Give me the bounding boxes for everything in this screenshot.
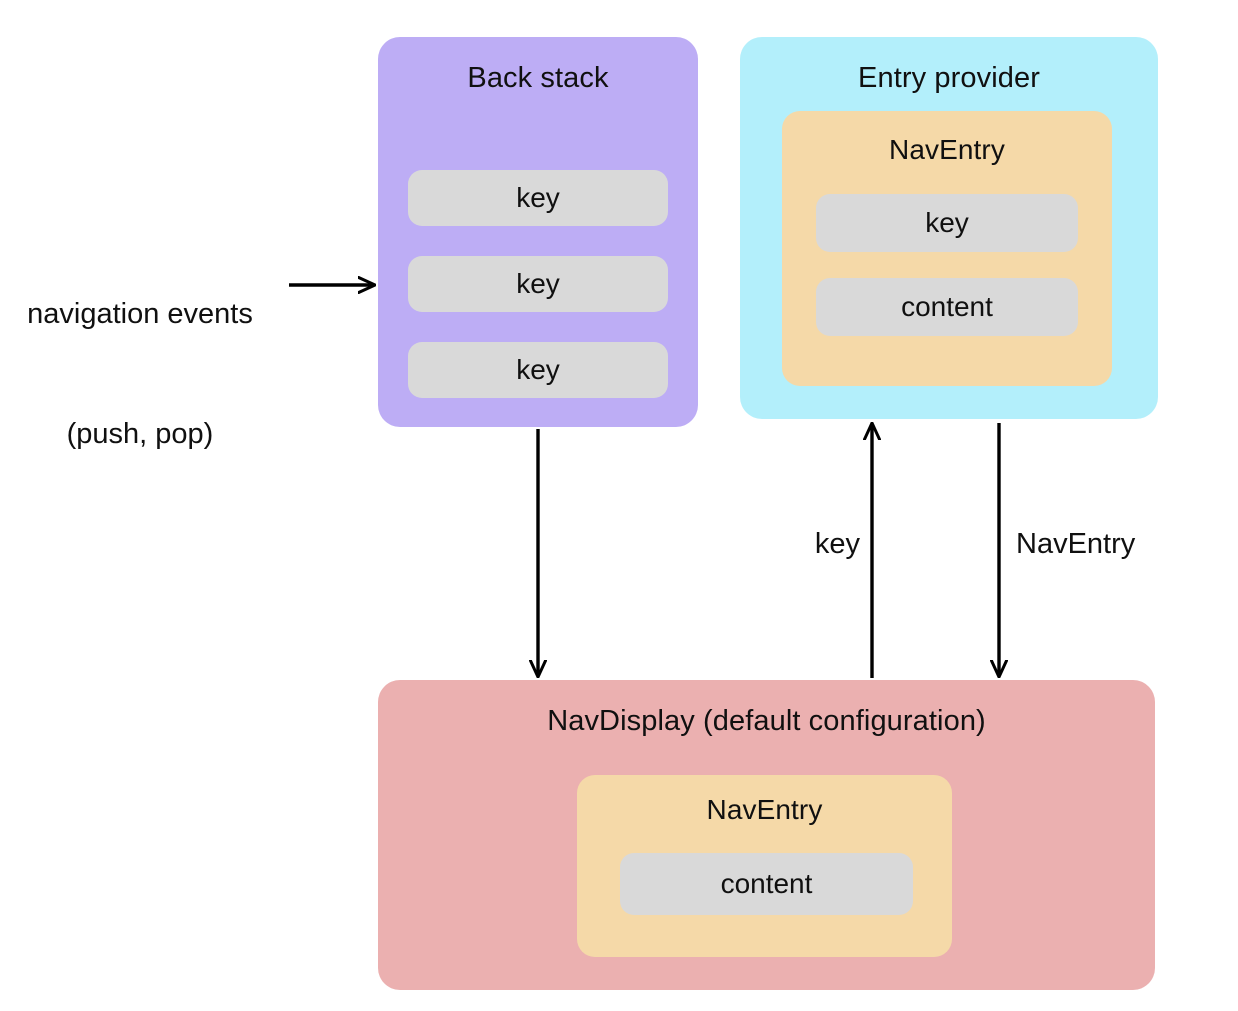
nav-display-title: NavDisplay (default configuration) bbox=[547, 705, 986, 737]
nav-display-content-chip: content bbox=[620, 853, 913, 915]
entry-provider-nav-entry-box: NavEntry key content bbox=[782, 111, 1112, 386]
navigation-events-line-2: (push, pop) bbox=[66, 418, 214, 450]
entry-provider-box: Entry provider NavEntry key content bbox=[740, 37, 1158, 419]
navigation-events-label: navigation events (push, pop) bbox=[10, 214, 270, 534]
back-stack-key-chip: key bbox=[408, 342, 668, 398]
nav-display-nav-entry-box: NavEntry content bbox=[577, 775, 952, 957]
back-stack-key-chip: key bbox=[408, 170, 668, 226]
back-stack-key-chip: key bbox=[408, 256, 668, 312]
back-stack-box: Back stack key key key bbox=[378, 37, 698, 427]
key-arrow-label: key bbox=[814, 528, 860, 560]
nav-display-nav-entry-title: NavEntry bbox=[706, 794, 823, 825]
entry-provider-title: Entry provider bbox=[858, 62, 1040, 94]
entry-provider-nav-entry-title: NavEntry bbox=[889, 134, 1005, 165]
navigation-events-line-1: navigation events bbox=[27, 298, 253, 330]
back-stack-title: Back stack bbox=[467, 62, 609, 94]
nav-display-box: NavDisplay (default configuration) NavEn… bbox=[378, 680, 1155, 990]
entry-provider-key-chip: key bbox=[816, 194, 1078, 252]
entry-provider-content-chip: content bbox=[816, 278, 1078, 336]
nav-entry-arrow-label: NavEntry bbox=[1016, 528, 1136, 560]
